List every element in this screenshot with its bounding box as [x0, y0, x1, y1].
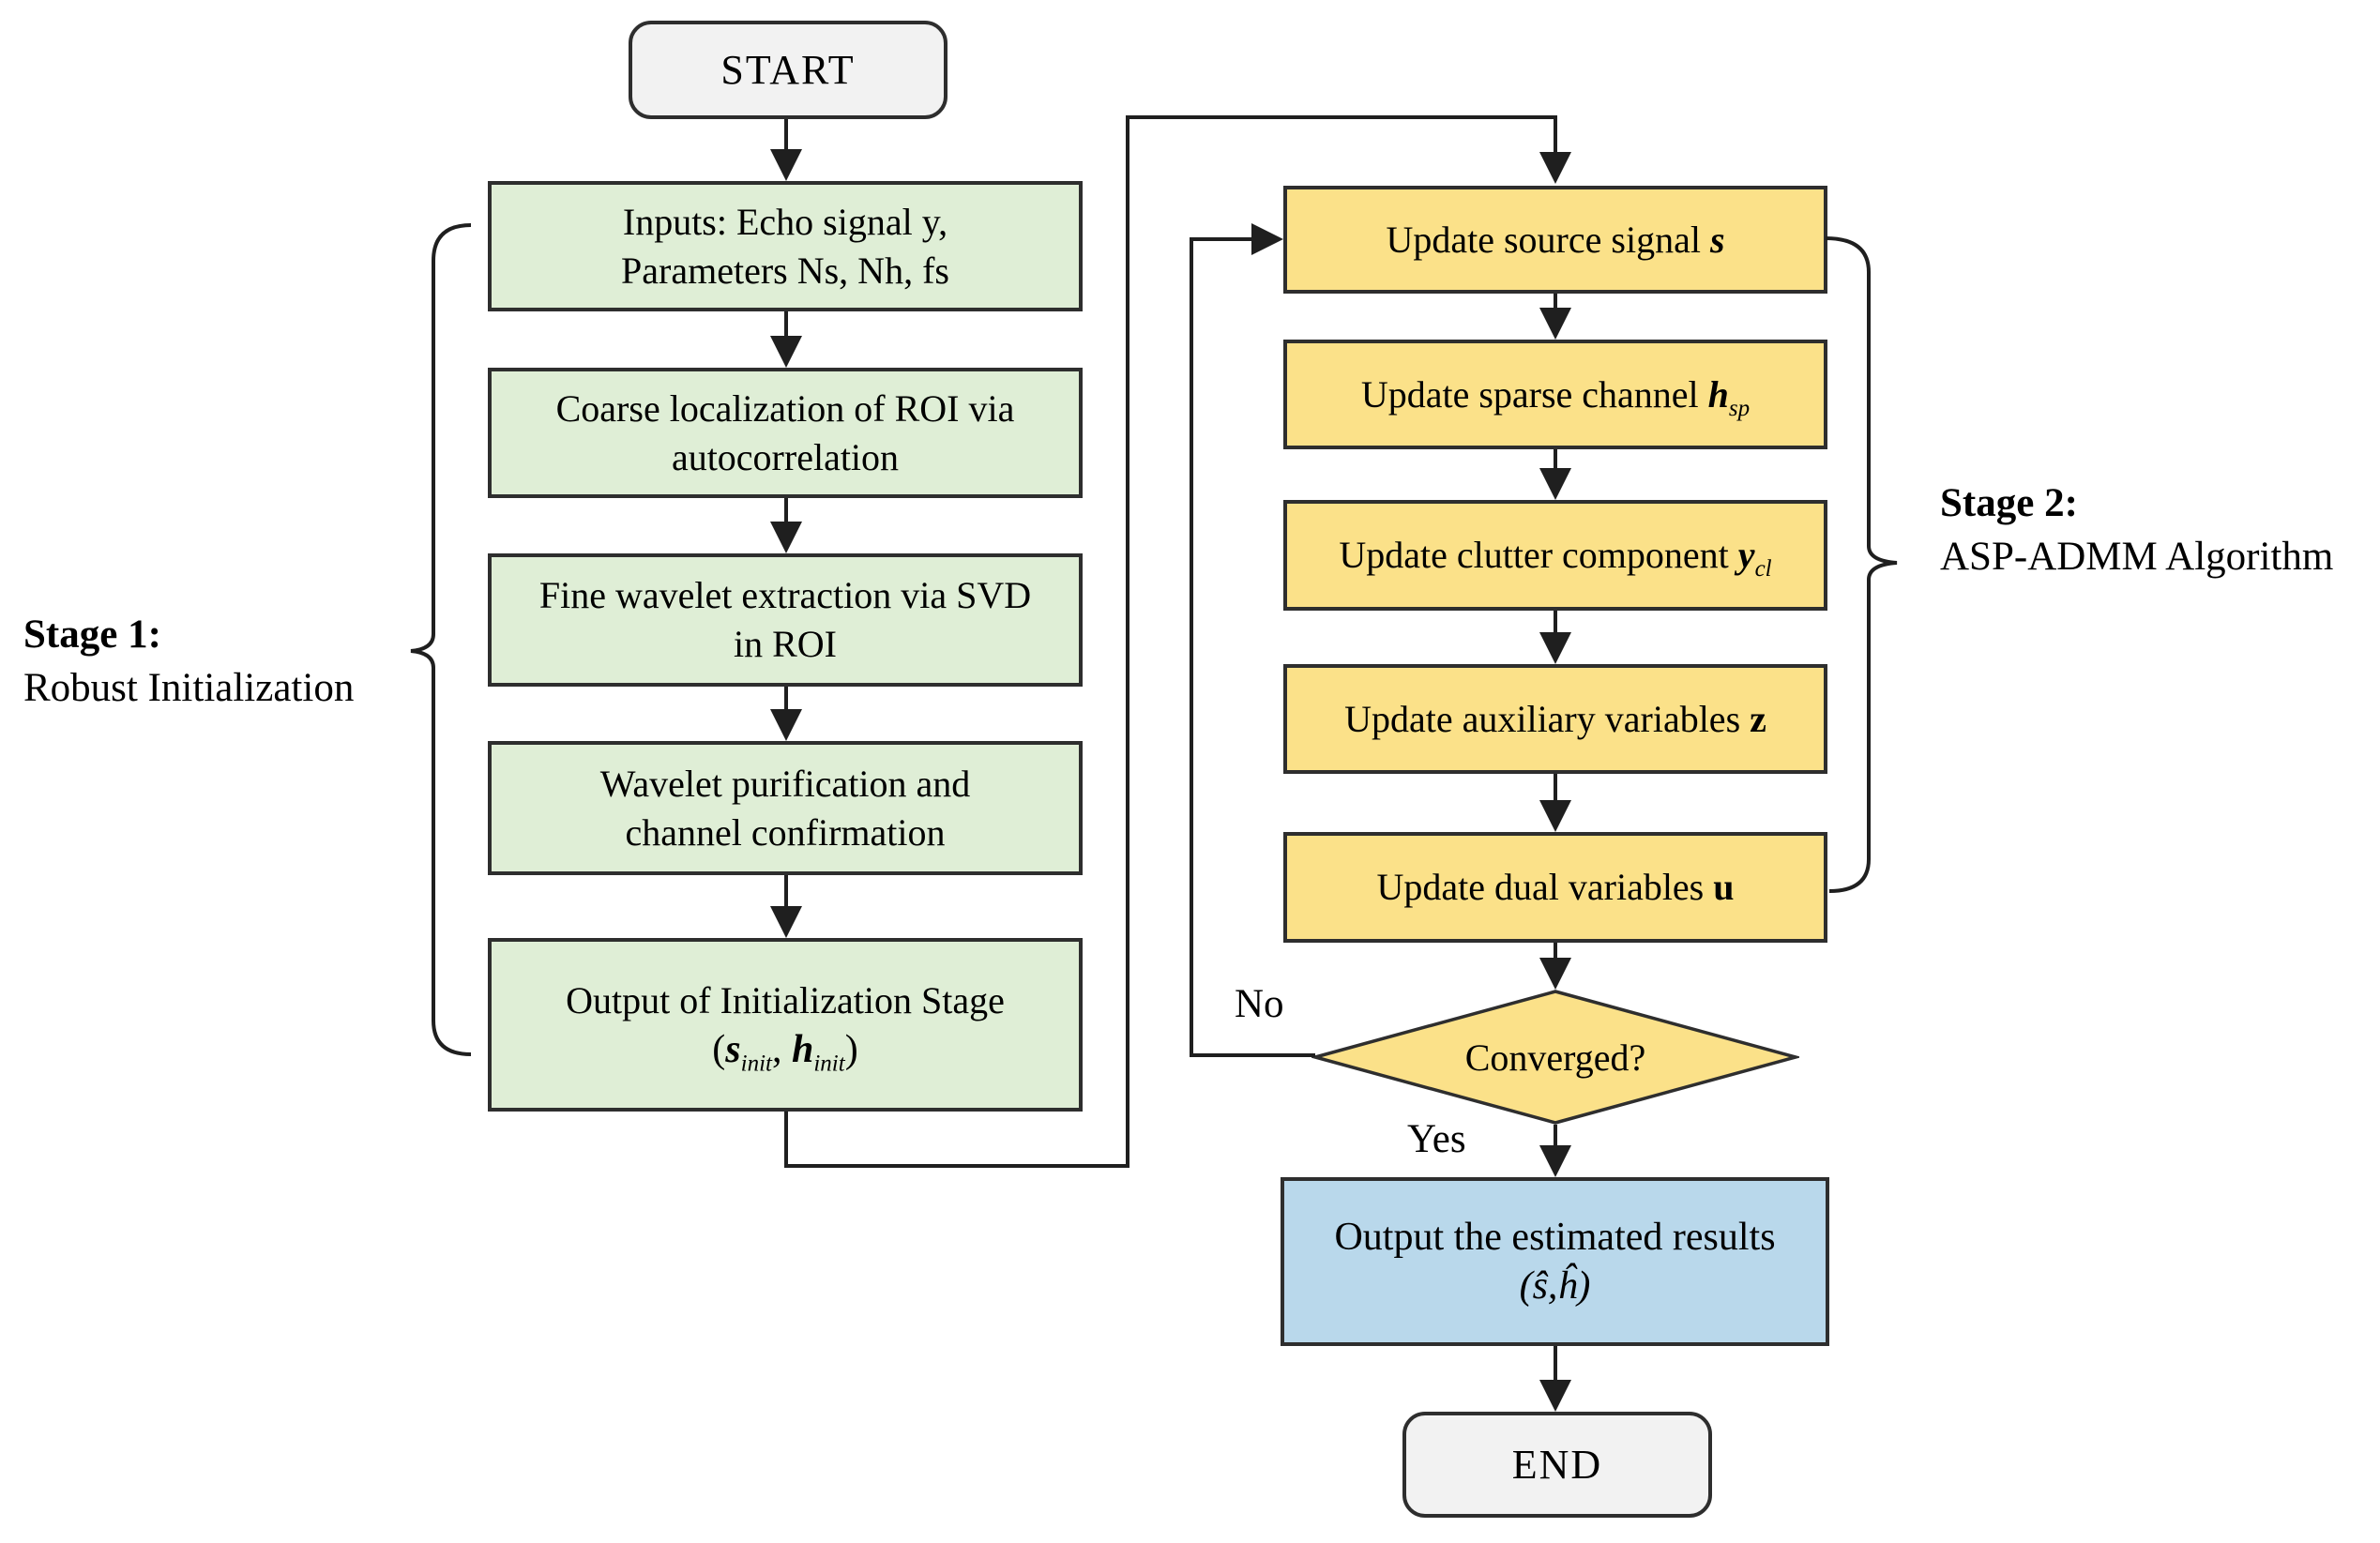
process-update-dual: Update dual variables u [1283, 832, 1827, 943]
update-dual-label: Update dual variables u [1377, 863, 1735, 912]
arrowhead-yes-branch [1539, 1145, 1571, 1177]
edge-label-no: No [1235, 982, 1284, 1026]
connector-output-end [1554, 1346, 1557, 1382]
arrowhead-inputs-coarse [770, 336, 802, 368]
start-node: START [629, 21, 947, 119]
connector-coarse-fine [784, 498, 788, 523]
update-clutter-var: y [1737, 534, 1755, 576]
end-label: END [1511, 1441, 1603, 1488]
stage1-label: Stage 1: Robust Initialization [23, 608, 354, 715]
process-inputs: Inputs: Echo signal y, Parameters Ns, Nh… [488, 181, 1083, 311]
process-update-clutter: Update clutter component ycl [1283, 500, 1827, 611]
formula-sub-init2: init [813, 1050, 845, 1076]
stage1-subtitle: Robust Initialization [23, 666, 355, 710]
update-dual-text: Update dual variables [1376, 866, 1714, 908]
connector-no-up [1190, 237, 1193, 1057]
arrowhead-start-inputs [770, 149, 802, 181]
arrowhead-dual-decision [1539, 958, 1571, 990]
arrowhead-into-update-source [1539, 152, 1571, 184]
update-source-text: Update source signal [1386, 218, 1710, 261]
connector-auxiliary-dual [1554, 774, 1557, 802]
arrowhead-coarse-fine [770, 522, 802, 553]
process-init-output: Output of Initialization Stage (sinit, h… [488, 938, 1083, 1112]
formula-open-paren: ( [712, 1027, 726, 1071]
arrowhead-no-loop [1251, 223, 1283, 255]
process-purification-line1: Wavelet purification and [599, 762, 971, 805]
update-dual-var: u [1713, 866, 1735, 908]
process-purification-line2: channel confirmation [625, 810, 946, 854]
process-update-source: Update source signal s [1283, 186, 1827, 294]
process-coarse-line1: Coarse localization of ROI via [555, 386, 1015, 430]
edge-label-yes: Yes [1407, 1117, 1466, 1161]
stage1-brace [410, 223, 472, 1056]
process-fine-line1: Fine wavelet extraction via SVD [538, 574, 1032, 616]
final-output-line1: Output the estimated results [1334, 1216, 1776, 1259]
formula-sub-init1: init [740, 1050, 772, 1076]
formula-var-s: s [725, 1027, 741, 1071]
connector-green-exit-down [784, 1112, 788, 1168]
process-inputs-line2: Parameters Ns, Nh, fs [621, 249, 949, 292]
arrowhead-source-channel [1539, 308, 1571, 340]
stage2-title: Stage 2: [1940, 481, 2078, 525]
connector-fine-purification [784, 687, 788, 711]
process-wavelet-purification: Wavelet purification and channel confirm… [488, 741, 1083, 875]
stage2-label: Stage 2: ASP-ADMM Algorithm [1940, 477, 2333, 583]
process-init-output-line1: Output of Initialization Stage [566, 978, 1005, 1021]
update-clutter-sub: cl [1754, 556, 1772, 582]
process-inputs-line1: Inputs: Echo signal y, [622, 200, 948, 243]
end-node: END [1402, 1412, 1712, 1518]
formula-var-h: h [792, 1027, 814, 1071]
decision-label: Converged? [1464, 1036, 1646, 1079]
arrowhead-output-end [1539, 1380, 1571, 1412]
connector-start-inputs [784, 119, 788, 151]
process-coarse-line2: autocorrelation [671, 435, 900, 478]
start-label: START [720, 46, 856, 93]
stage1-title: Stage 1: [23, 613, 161, 657]
update-auxiliary-var: z [1750, 697, 1766, 740]
process-update-auxiliary: Update auxiliary variables z [1283, 664, 1827, 774]
arrowhead-fine-purification [770, 709, 802, 741]
process-final-output: Output the estimated results (ŝ,ĥ) [1281, 1177, 1829, 1346]
decision-diamond-shape [1311, 990, 1799, 1125]
update-clutter-text: Update clutter component [1339, 534, 1738, 576]
connector-into-update-source [1554, 115, 1557, 154]
update-source-label: Update source signal s [1386, 216, 1724, 265]
arrowhead-purification-output [770, 906, 802, 938]
stage2-subtitle: ASP-ADMM Algorithm [1940, 535, 2334, 579]
connector-inputs-coarse [784, 311, 788, 338]
connector-no-right [1190, 237, 1251, 241]
decision-converged: Converged? [1311, 988, 1799, 1127]
update-channel-var: h [1707, 372, 1729, 416]
formula-separator: , [772, 1027, 792, 1071]
process-fine-line2: in ROI [734, 623, 837, 665]
update-channel-text: Update sparse channel [1360, 372, 1708, 416]
init-output-formula: (sinit, hinit) [712, 1025, 858, 1076]
update-source-var: s [1709, 218, 1725, 261]
process-fine-wavelet: Fine wavelet extraction via SVD in ROI [488, 553, 1083, 687]
arrowhead-clutter-auxiliary [1539, 632, 1571, 664]
connector-yes-branch [1554, 1125, 1557, 1147]
stage2-brace [1825, 236, 1898, 893]
arrowhead-channel-clutter [1539, 468, 1571, 500]
connector-channel-clutter [1554, 449, 1557, 470]
connector-dual-decision [1554, 943, 1557, 960]
process-coarse-localization: Coarse localization of ROI via autocorre… [488, 368, 1083, 498]
final-output-formula: (ŝ,ĥ) [1519, 1264, 1591, 1308]
connector-riser-up [1126, 115, 1129, 1168]
connector-green-exit-right [784, 1164, 1129, 1168]
arrowhead-auxiliary-dual [1539, 800, 1571, 832]
update-auxiliary-text: Update auxiliary variables [1344, 697, 1751, 740]
connector-no-left [1190, 1053, 1315, 1057]
connector-clutter-auxiliary [1554, 611, 1557, 634]
update-channel-label: Update sparse channel hsp [1360, 371, 1751, 421]
update-channel-sub: sp [1728, 395, 1751, 421]
connector-top-right [1126, 115, 1557, 119]
connector-purification-output [784, 875, 788, 908]
process-update-sparse-channel: Update sparse channel hsp [1283, 340, 1827, 449]
formula-close-paren: ) [844, 1027, 858, 1071]
update-clutter-label: Update clutter component ycl [1339, 531, 1772, 582]
update-auxiliary-label: Update auxiliary variables z [1344, 695, 1766, 744]
connector-source-channel [1554, 294, 1557, 310]
